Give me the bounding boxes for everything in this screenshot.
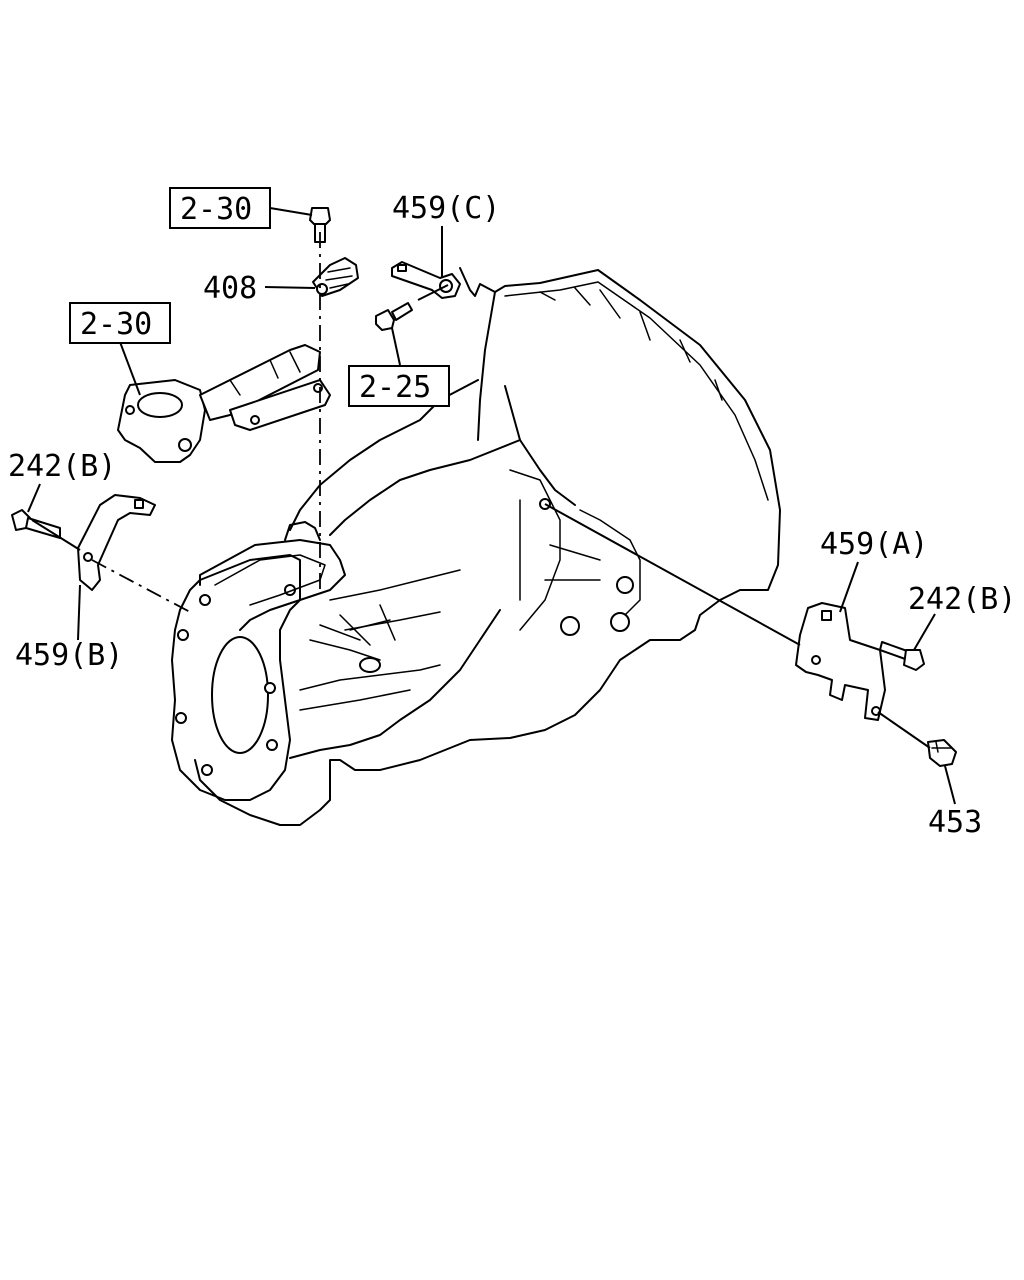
label-459a: 459(A): [820, 527, 928, 562]
leader-459a: [839, 561, 859, 613]
bolt-242b-right: [879, 641, 925, 671]
transmission-case: [171, 269, 781, 826]
label-453: 453: [928, 805, 982, 840]
bracket-408: [312, 257, 359, 297]
assembly-line-459b: [91, 559, 191, 613]
bracket-459a: [795, 602, 886, 721]
leader-453: [944, 765, 956, 805]
label-2-25: 2-25: [359, 370, 431, 405]
leader-459b: [77, 584, 81, 641]
shift-control-assembly: [117, 344, 331, 463]
label-242b-left: 242(B): [8, 449, 116, 484]
label-2-30-top: 2-30: [180, 192, 252, 227]
leader-2-30-top: [269, 207, 313, 216]
leader-408: [264, 286, 316, 289]
assembly-line-242b-left: [31, 519, 81, 551]
leader-242b-right: [913, 613, 936, 651]
ref-box-2-30-top: [169, 187, 271, 229]
leader-2-30-left: [119, 341, 141, 396]
label-408: 408: [203, 271, 257, 306]
bolt-2-25: [375, 302, 413, 331]
assembly-line-453: [877, 711, 931, 749]
clip-453: [927, 739, 957, 767]
ref-box-2-25: [348, 365, 450, 407]
leader-242b-left: [27, 483, 41, 513]
bracket-459c: [391, 261, 461, 299]
break-mark: [459, 267, 496, 297]
label-459b: 459(B): [15, 638, 123, 673]
bracket-459b: [77, 494, 156, 591]
label-2-30-left: 2-30: [80, 307, 152, 342]
leader-2-25: [391, 327, 401, 366]
ref-box-2-30-left: [69, 302, 171, 344]
assembly-line-2-25: [417, 284, 449, 301]
label-242b-right: 242(B): [908, 582, 1016, 617]
label-459c: 459(C): [392, 191, 500, 226]
assembly-line-459a: [544, 503, 801, 646]
